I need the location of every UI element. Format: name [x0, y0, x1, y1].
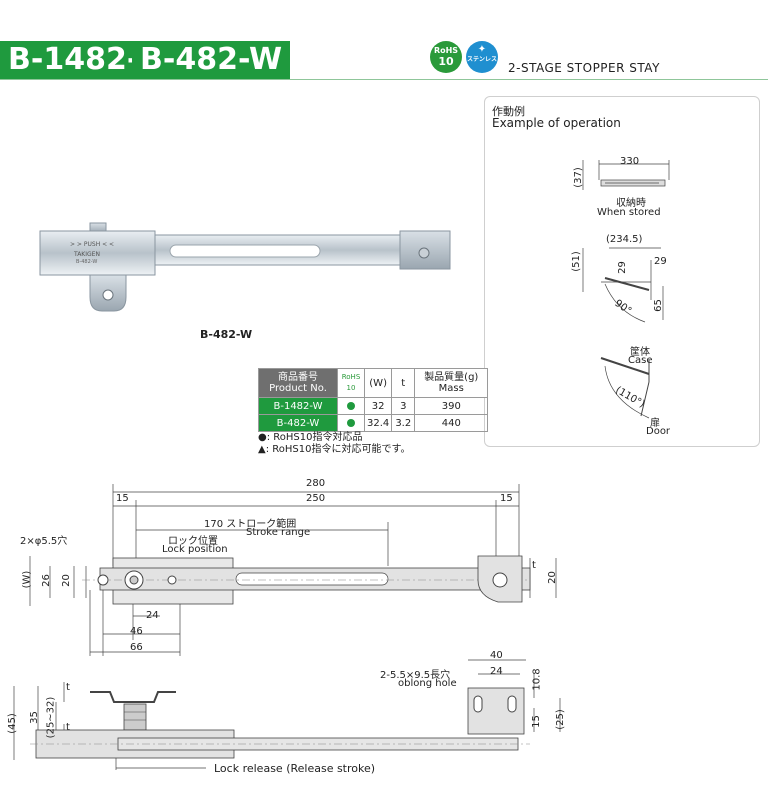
- product-photo: > > PUSH < < TAKIGEN B-482-W: [39, 222, 451, 312]
- product-header-en: Product No.: [269, 383, 327, 394]
- row-t: 3: [391, 397, 416, 415]
- stored-dim-width: 330: [620, 156, 640, 167]
- dim-15-left: 15: [116, 493, 129, 504]
- stainless-label: ステンレス: [466, 56, 497, 63]
- oblong-label-jp: 2-5.5×9.5長穴: [380, 670, 451, 681]
- dim-w: (W): [21, 570, 33, 589]
- technical-drawing: [13, 484, 561, 770]
- stainless-badge: ✦ ステンレス: [466, 41, 498, 73]
- dim-35: 35: [28, 711, 40, 724]
- dim-24-b: 24: [490, 666, 503, 677]
- open-dim-a: 29: [616, 261, 628, 274]
- row-w: 32: [363, 397, 393, 415]
- dim-25-32: (25~32): [45, 696, 57, 739]
- rohs-badge-top: RoHS: [433, 46, 459, 55]
- operation-title-jp: 作動例: [492, 105, 525, 118]
- rohs-header-num: 10: [346, 384, 356, 392]
- row-mass: 390: [414, 397, 489, 415]
- photo-model-label: B-482-W: [76, 259, 97, 265]
- rohs-dot-icon: [347, 401, 355, 410]
- rohs-dot-icon: [347, 418, 355, 427]
- open-dim-width: (234.5): [606, 234, 643, 245]
- dim-25: (25): [554, 709, 566, 730]
- dim-45: (45): [6, 713, 18, 734]
- lock-label-en: Lock position: [162, 544, 228, 555]
- stroke-label-jp: 170 ストローク範囲: [204, 519, 297, 530]
- open-dim-height: (51): [570, 251, 582, 272]
- rohs-badge-num: 10: [438, 55, 454, 68]
- operation-title-en: Example of operation: [492, 116, 621, 130]
- case-label-en: Case: [628, 355, 653, 366]
- table-row: B-482-W 32.4 3.2 440: [258, 414, 489, 432]
- dim-t: t: [532, 560, 536, 571]
- open-dim-c: 65: [652, 299, 664, 312]
- spec-header-t: t: [391, 368, 416, 398]
- dim-20-left: 20: [60, 574, 72, 587]
- rohs-header-top: RoHS: [341, 373, 361, 381]
- dim-t-bottom: t: [66, 722, 70, 733]
- row-t: 3.2: [391, 414, 416, 432]
- dim-10-8: 10.8: [531, 668, 543, 691]
- dim-66: 66: [130, 642, 143, 653]
- table-row: B-1482-W 32 3 390: [258, 397, 489, 415]
- row-rohs: [337, 397, 365, 415]
- notes: ●: RoHS10指令対応品 ▲: RoHS10指令に対応可能です。: [258, 432, 410, 456]
- row-product: B-1482-W: [258, 397, 338, 415]
- operation-panel: [484, 96, 760, 447]
- header-rule: [0, 79, 768, 80]
- photo-push-label: > > PUSH < <: [70, 241, 114, 248]
- dim-24: 24: [146, 610, 159, 621]
- dim-15-right: 15: [500, 493, 513, 504]
- dim-t-top: t: [66, 682, 70, 693]
- dim-26: 26: [40, 574, 52, 587]
- hole-label: 2×φ5.5穴: [20, 536, 68, 547]
- model-title-2: B-482-W: [132, 41, 291, 79]
- dim-46: 46: [130, 626, 143, 637]
- mass-header-jp: 製品質量(g): [424, 372, 479, 383]
- dim-40: 40: [490, 650, 503, 661]
- door-label-jp: 扉: [650, 418, 660, 429]
- spec-header-w: (W): [363, 368, 393, 398]
- dim-20-right: 20: [546, 571, 558, 584]
- stroke-label-en: Stroke range: [246, 527, 311, 538]
- rohs-badge: RoHS 10: [430, 41, 462, 73]
- spec-header-rohs: RoHS 10: [337, 368, 365, 398]
- open-dim-b: 29: [654, 256, 667, 267]
- oblong-label-en: oblong hole: [398, 678, 457, 689]
- stored-label-en: When stored: [597, 207, 661, 218]
- dim-250: 250: [306, 493, 326, 504]
- product-header-jp: 商品番号: [278, 372, 318, 383]
- photo-brand-label: TAKIGEN: [73, 251, 100, 258]
- door-label-en: Door: [646, 426, 671, 437]
- lock-label-jp: ロック位置: [168, 536, 218, 547]
- release-label: Lock release (Release stroke): [214, 762, 376, 775]
- row-mass: 440: [414, 414, 489, 432]
- row-product: B-482-W: [258, 414, 338, 432]
- mass-header-en: Mass: [438, 383, 464, 394]
- operation-diagrams: [582, 160, 670, 419]
- spec-header-mass: 製品質量(g)Mass: [414, 368, 489, 398]
- note-rohs-possible: ▲: RoHS10指令に対応可能です。: [258, 444, 411, 455]
- case-label-jp: 筐体: [630, 347, 650, 358]
- star-icon: ✦: [477, 44, 487, 55]
- stored-label-jp: 収納時: [616, 198, 646, 209]
- dim-15-side: 15: [530, 715, 542, 728]
- stored-dim-height: (37): [572, 167, 584, 188]
- note-rohs-compliant: ●: RoHS10指令対応品: [258, 432, 363, 443]
- row-w: 32.4: [363, 414, 393, 432]
- photo-caption: B-482-W: [200, 328, 253, 341]
- row-rohs: [337, 414, 365, 432]
- subtitle: 2-STAGE STOPPER STAY: [508, 61, 660, 75]
- dim-280: 280: [306, 478, 326, 489]
